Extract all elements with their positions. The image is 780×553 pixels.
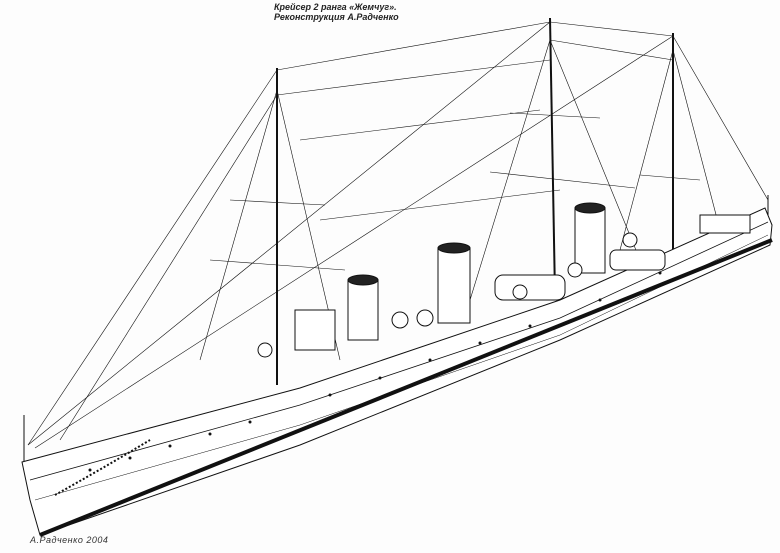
hull: [21, 207, 773, 537]
boat: [494, 274, 566, 301]
aft-deckhouse: [699, 214, 751, 234]
funnel-3: [574, 207, 606, 274]
funnel-2: [437, 247, 471, 324]
waterline: [39, 238, 773, 537]
boat: [609, 249, 666, 271]
anchor-chain: [54, 439, 151, 496]
drawing-caption: Крейсер 2 ранга «Жемчуг». Реконструкция …: [274, 2, 399, 22]
masts: [23, 17, 769, 470]
caption-title: Крейсер 2 ранга «Жемчуг».: [274, 2, 397, 12]
mainmast: [549, 17, 556, 296]
forward-bridge: [294, 309, 336, 351]
portholes: [88, 271, 662, 472]
superstructure: [257, 214, 751, 358]
caption-author: Реконструкция А.Радченко: [274, 12, 399, 22]
funnels: [347, 202, 606, 341]
rigging-lines: [27, 21, 769, 449]
funnel-1: [347, 279, 379, 341]
artist-signature: А.Радченко 2004: [30, 535, 109, 545]
